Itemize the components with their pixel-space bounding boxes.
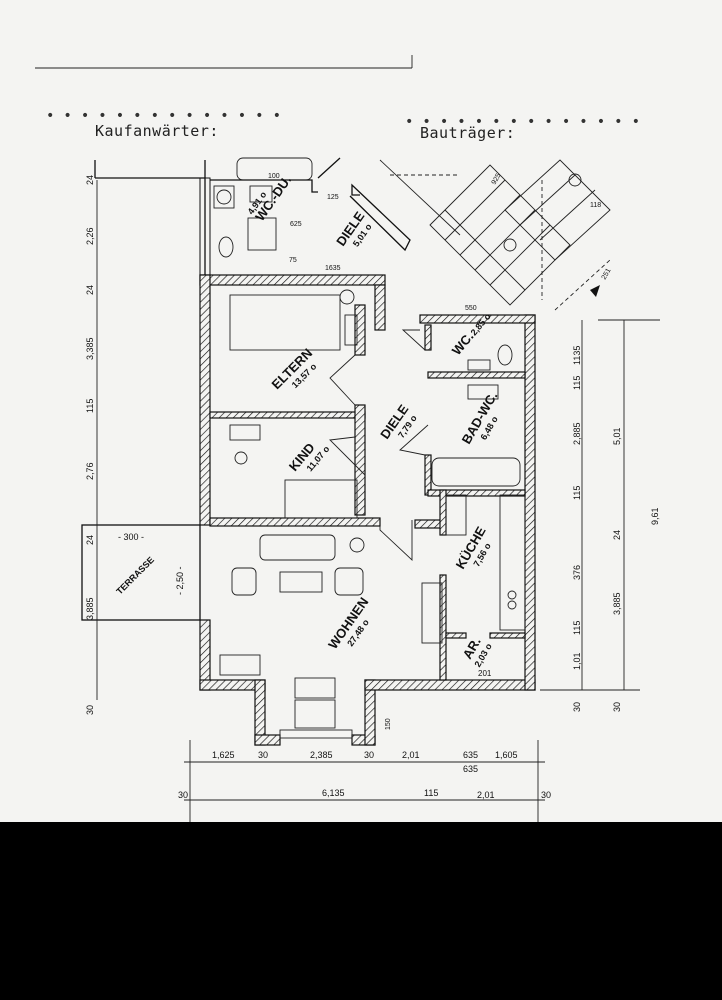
svg-text:3,885: 3,885 <box>85 597 95 620</box>
svg-text:24: 24 <box>85 535 95 545</box>
developer-label: Bauträger: <box>420 124 516 142</box>
svg-text:125: 125 <box>327 194 339 201</box>
svg-text:1,625: 1,625 <box>212 750 235 760</box>
buyer-label: Kaufanwärter: <box>95 122 219 140</box>
svg-text:30: 30 <box>541 790 551 800</box>
svg-text:9,61: 9,61 <box>650 507 660 525</box>
svg-text:3,885: 3,885 <box>612 592 622 615</box>
dimension-lines <box>96 180 660 822</box>
bottom-dimensions: 1,625 30 2,385 30 2,01 635 635 1,605 30 … <box>178 750 551 800</box>
misc-dimensions: 100 125 1635 625 75 550 150 201 251 118 … <box>268 172 613 730</box>
svg-text:1135: 1135 <box>572 346 582 365</box>
walls <box>199 274 536 746</box>
svg-text:201: 201 <box>478 669 492 678</box>
black-scan-margin <box>0 822 722 1000</box>
svg-text:925: 925 <box>491 172 503 186</box>
svg-text:115: 115 <box>85 399 95 413</box>
svg-text:1,605: 1,605 <box>495 750 518 760</box>
svg-text:30: 30 <box>572 702 582 712</box>
svg-text:100: 100 <box>268 173 280 180</box>
svg-text:24: 24 <box>85 285 95 295</box>
svg-text:625: 625 <box>290 221 302 228</box>
svg-text:5,01: 5,01 <box>612 427 622 445</box>
floor-plan-sheet: •••••••••••••• •••••••••••••• Kaufanwärt… <box>0 0 722 822</box>
svg-text:1,01: 1,01 <box>572 652 582 670</box>
svg-text:2,76: 2,76 <box>85 462 95 480</box>
svg-text:2,26: 2,26 <box>85 227 95 245</box>
svg-text:635: 635 <box>463 750 478 760</box>
svg-text:24: 24 <box>85 175 95 185</box>
svg-text:30: 30 <box>178 790 188 800</box>
svg-text:2,885: 2,885 <box>572 422 582 445</box>
svg-text:75: 75 <box>289 257 297 264</box>
signature-line-buyer: •••••••••••••• <box>46 108 291 124</box>
svg-text:30: 30 <box>612 702 622 712</box>
svg-text:30: 30 <box>258 750 268 760</box>
svg-text:30: 30 <box>364 750 374 760</box>
staircase <box>429 159 611 311</box>
svg-text:550: 550 <box>465 305 477 312</box>
svg-text:635: 635 <box>463 764 478 774</box>
terrace <box>81 524 201 621</box>
svg-text:TERRASSE: TERRASSE <box>114 555 156 597</box>
svg-text:24: 24 <box>612 530 622 540</box>
svg-text:118: 118 <box>590 202 601 209</box>
svg-text:376: 376 <box>572 565 582 580</box>
svg-text:251: 251 <box>601 267 613 281</box>
svg-text:2,01: 2,01 <box>477 790 495 800</box>
svg-text:115: 115 <box>572 486 582 500</box>
svg-text:115: 115 <box>572 376 582 390</box>
right-dimensions: 1135 115 2,885 115 376 115 1,01 30 5,01 … <box>572 346 660 712</box>
room-terrasse: TERRASSE <box>114 555 156 597</box>
room-bad-wc: BAD-WC.6,48 o <box>459 389 501 447</box>
left-dimensions: 24 2,26 24 3,385 115 2,76 30 <box>85 175 95 715</box>
svg-text:2,01: 2,01 <box>402 750 420 760</box>
svg-text:- 300 -: - 300 - <box>118 532 144 542</box>
svg-text:- 2,50 -: - 2,50 - <box>175 566 185 595</box>
svg-text:30: 30 <box>85 705 95 715</box>
furniture <box>219 289 526 739</box>
signature-line-developer: •••••••••••••• <box>405 114 650 130</box>
svg-text:3,385: 3,385 <box>85 337 95 360</box>
svg-text:6,135: 6,135 <box>322 788 345 798</box>
svg-text:115: 115 <box>572 621 582 635</box>
svg-text:1635: 1635 <box>325 265 341 272</box>
svg-text:115: 115 <box>424 788 438 798</box>
svg-text:150: 150 <box>385 718 392 730</box>
svg-text:2,385: 2,385 <box>310 750 333 760</box>
